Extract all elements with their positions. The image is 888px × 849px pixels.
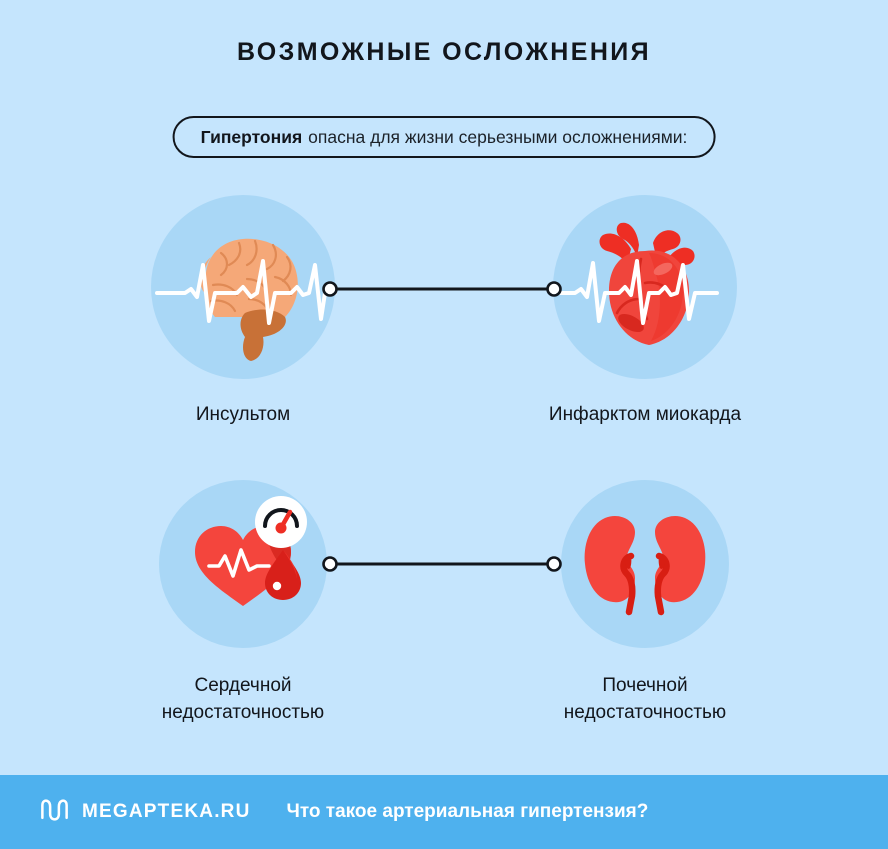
- page-title: ВОЗМОЖНЫЕ ОСЛОЖНЕНИЯ: [236, 38, 652, 66]
- item-label-line2: недостаточностью: [563, 702, 727, 723]
- item-myocardial-infarction: Инфарктом миокарда: [495, 195, 795, 428]
- item-label-kidney-failure: Почечной недостаточностью: [495, 672, 795, 726]
- item-label-stroke: Инсультом: [93, 401, 393, 428]
- footer-caption-text[interactable]: Что такое артериальная гипертензия?: [286, 801, 649, 822]
- connector-top: [322, 281, 562, 297]
- item-kidney-failure: Почечной недостаточностью: [495, 480, 795, 726]
- subtitle-pill: Гипертония опасна для жизни серьезными о…: [172, 116, 716, 158]
- icon-disc-kidney-failure: [561, 480, 729, 648]
- icon-disc-myocardial-infarction: [551, 195, 737, 379]
- kidneys-icon: [561, 480, 729, 648]
- heart-pressure-gauge-blooddrop-icon: [159, 480, 327, 648]
- megapteka-m-logo-icon[interactable]: [40, 797, 70, 827]
- item-label-line2: недостаточностью: [161, 702, 325, 723]
- item-label-line1: Инсультом: [195, 404, 291, 425]
- item-label-myocardial-infarction: Инфарктом миокарда: [495, 401, 795, 428]
- subtitle-strong-text: Гипертония: [200, 126, 303, 147]
- heart-anatomy-ecg-icon: [551, 195, 737, 379]
- item-label-heart-failure: Сердечной недостаточностью: [93, 672, 393, 726]
- footer-brand-text[interactable]: MEGAPTEKA.RU: [82, 801, 251, 822]
- icon-disc-heart-failure: [159, 480, 327, 648]
- item-heart-failure: Сердечной недостаточностью: [93, 480, 393, 726]
- subtitle-rest-text: опасна для жизни серьезными осложнениями…: [308, 126, 688, 147]
- icon-disc-stroke: [151, 195, 337, 379]
- item-label-line1: Инфарктом миокарда: [548, 404, 742, 425]
- item-stroke: Инсультом: [93, 195, 393, 428]
- connector-bottom: [322, 556, 562, 572]
- item-label-line1: Сердечной: [194, 675, 292, 696]
- brain-ecg-icon: [151, 195, 337, 379]
- item-label-line1: Почечной: [602, 675, 688, 696]
- footer-bar: MEGAPTEKA.RU Что такое артериальная гипе…: [0, 775, 888, 849]
